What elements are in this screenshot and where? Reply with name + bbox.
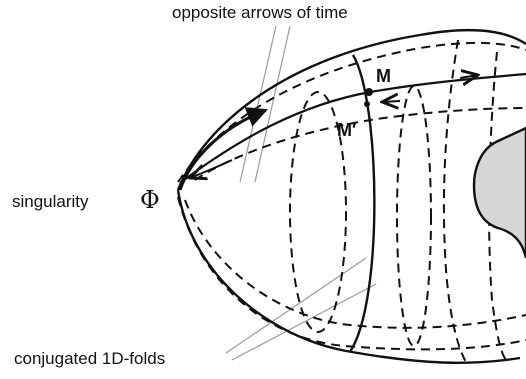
- time-arrow-backward: [190, 159, 233, 178]
- phi-symbol: Φ: [140, 186, 160, 214]
- point-m-label: M: [376, 66, 391, 86]
- top-label: opposite arrows of time: [172, 3, 348, 22]
- surface-cutout: [472, 126, 526, 259]
- fold-meridian: [348, 54, 376, 353]
- bottom-label: conjugated 1D-folds: [14, 349, 165, 368]
- time-arrow-lower-right: [382, 101, 401, 102]
- top-leader-lines: [239, 25, 291, 183]
- point-m-dot: [365, 88, 373, 96]
- time-arrow-upper-right: [459, 75, 478, 78]
- time-arrow-forward: [178, 107, 268, 191]
- dashed-contours: [177, 39, 526, 363]
- point-m-prime-dot: [364, 101, 370, 107]
- singularity-label: singularity: [12, 192, 89, 211]
- point-m-prime-label: M′: [337, 120, 356, 140]
